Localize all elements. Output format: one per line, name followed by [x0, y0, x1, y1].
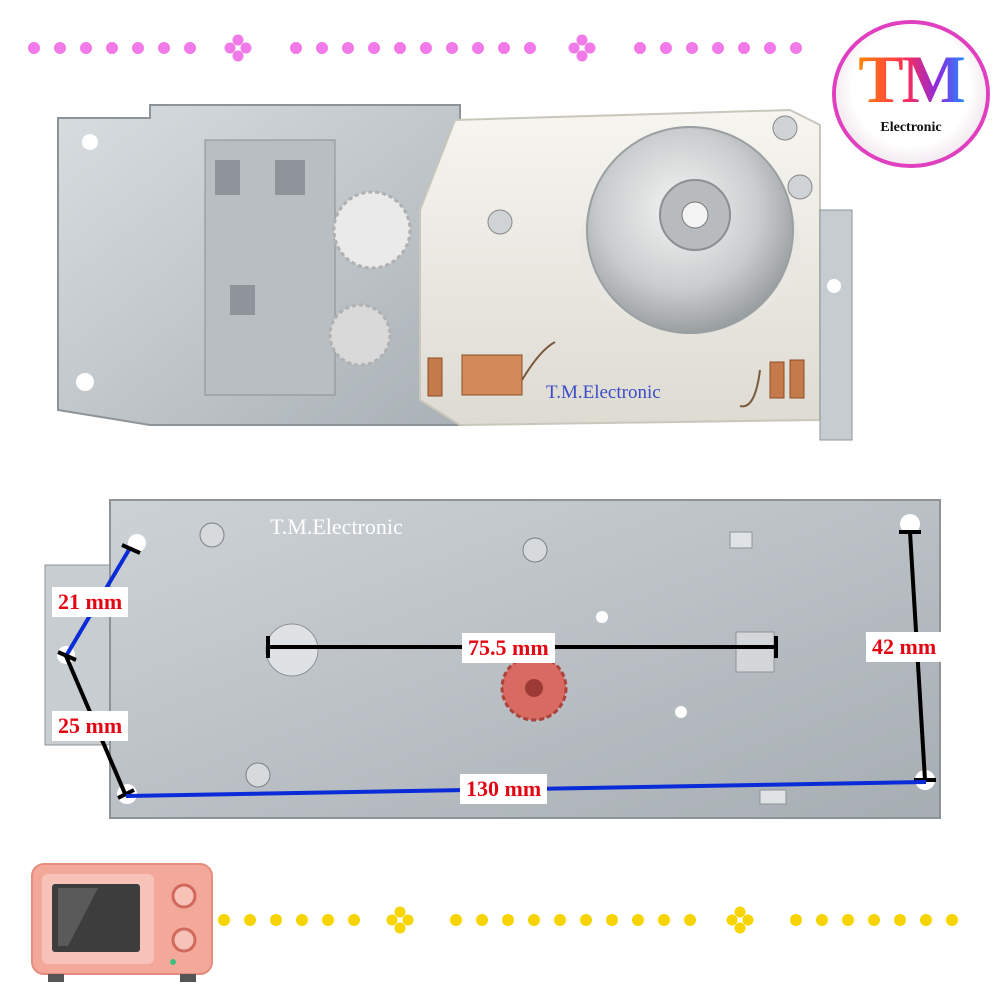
- divider-dot: [296, 914, 308, 926]
- divider-dot: [80, 42, 92, 54]
- dimension-label-130mm: 130 mm: [460, 774, 548, 804]
- divider-dot: [498, 42, 510, 54]
- flower-ornament-icon: [726, 906, 754, 934]
- flower-ornament-icon: [224, 34, 252, 62]
- divider-dot: [524, 42, 536, 54]
- divider-dot: [476, 914, 488, 926]
- divider-dot: [660, 42, 672, 54]
- logo-letters: TM: [856, 42, 966, 116]
- divider-dot: [738, 42, 750, 54]
- logo-subtitle: Electronic: [880, 120, 942, 135]
- divider-dot: [316, 42, 328, 54]
- divider-dot: [158, 42, 170, 54]
- divider-dot: [684, 914, 696, 926]
- divider-dot: [184, 42, 196, 54]
- divider-dot: [816, 914, 828, 926]
- divider-dot: [712, 42, 724, 54]
- flower-ornament-icon: [386, 906, 414, 934]
- divider-dot: [894, 914, 906, 926]
- divider-dot: [554, 914, 566, 926]
- bottom-dotted-divider: [218, 906, 958, 934]
- divider-dot: [658, 914, 670, 926]
- dimension-label-42mm: 42 mm: [866, 632, 943, 662]
- divider-dot: [394, 42, 406, 54]
- divider-dot: [450, 914, 462, 926]
- divider-dot: [868, 914, 880, 926]
- brand-logo: TM Electronic: [836, 24, 986, 164]
- timer-motor-photo-front: [57, 104, 853, 441]
- divider-dot: [790, 42, 802, 54]
- divider-dot: [946, 914, 958, 926]
- top-photo-watermark: T.M.Electronic: [546, 382, 661, 403]
- divider-dot: [420, 42, 432, 54]
- divider-dot: [580, 914, 592, 926]
- divider-dot: [28, 42, 40, 54]
- dimension-label-21mm: 21 mm: [52, 587, 129, 617]
- divider-dot: [270, 914, 282, 926]
- bottom-photo-watermark: T.M.Electronic: [270, 514, 403, 539]
- divider-dot: [842, 914, 854, 926]
- divider-dot: [290, 42, 302, 54]
- dimension-label-25mm: 25 mm: [52, 711, 129, 741]
- divider-dot: [606, 914, 618, 926]
- dimension-label-75-5mm: 75.5 mm: [462, 633, 555, 663]
- divider-dot: [106, 42, 118, 54]
- divider-dot: [54, 42, 66, 54]
- divider-dot: [244, 914, 256, 926]
- microwave-icon: [31, 863, 213, 982]
- divider-dot: [322, 914, 334, 926]
- divider-dot: [218, 914, 230, 926]
- divider-dot: [348, 914, 360, 926]
- divider-dot: [632, 914, 644, 926]
- divider-dot: [446, 42, 458, 54]
- top-dotted-divider: [28, 34, 802, 62]
- divider-dot: [472, 42, 484, 54]
- divider-dot: [502, 914, 514, 926]
- divider-dot: [342, 42, 354, 54]
- divider-dot: [634, 42, 646, 54]
- flower-ornament-icon: [568, 34, 596, 62]
- divider-dot: [528, 914, 540, 926]
- divider-dot: [764, 42, 776, 54]
- divider-dot: [686, 42, 698, 54]
- divider-dot: [920, 914, 932, 926]
- divider-dot: [368, 42, 380, 54]
- divider-dot: [132, 42, 144, 54]
- divider-dot: [790, 914, 802, 926]
